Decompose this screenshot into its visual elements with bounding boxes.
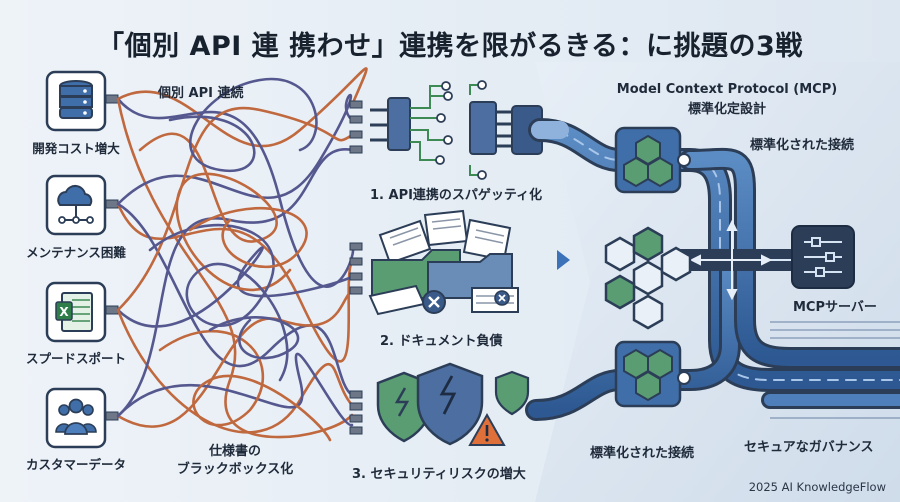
mcp-title-line-2: 標準化定設計 xyxy=(687,102,766,117)
hex-cluster-middle xyxy=(604,226,692,330)
problem-2-label: 2. ドキュメント負債 xyxy=(380,334,503,349)
svg-text:X: X xyxy=(59,305,69,319)
spec-black-box-label-1: 仕様書の xyxy=(208,444,261,459)
api-connector-illustration xyxy=(370,80,543,180)
mcp-title-line-1: Model Context Protocol (MCP) xyxy=(616,82,838,97)
source-label-spreadsheet: スプードスポート xyxy=(25,351,126,366)
spaghetti-cables xyxy=(116,67,368,442)
source-label-customer: カスタマーデータ xyxy=(25,457,126,472)
document-debt-illustration xyxy=(368,209,519,316)
standard-connection-top-label: 標準化された接続 xyxy=(750,138,855,153)
hex-cluster-top xyxy=(614,126,691,194)
source-customer-box xyxy=(45,387,107,449)
governance-lines xyxy=(770,321,900,419)
source-spreadsheet-box: X xyxy=(45,281,107,343)
governance-label: セキュアなガバナンス xyxy=(744,440,874,455)
source-cloud-box xyxy=(45,174,107,236)
source-label-dev-cost: 開発コスト増大 xyxy=(32,141,120,156)
junction-arrows xyxy=(689,219,773,301)
mcp-server-icon xyxy=(791,225,855,289)
hex-cluster-bottom xyxy=(614,340,691,408)
standard-connection-bottom-label: 標準化された接続 xyxy=(590,446,695,461)
problem-3-label: 3. セキュリティリスクの増大 xyxy=(352,467,526,482)
transition-arrow-icon xyxy=(557,250,570,270)
problem-1-label: 1. API連携のスパゲッティ化 xyxy=(370,188,543,203)
page-title: 「個別 API 連 携わせ」連携を限がるきる：に挑題の3戦 xyxy=(97,31,803,62)
source-label-maintenance: メンテナンス困難 xyxy=(26,245,126,260)
individual-api-label: 個別 API 連続 xyxy=(158,86,244,101)
spaghetti-plugs xyxy=(349,100,363,435)
mcp-server-label: MCPサーバー xyxy=(793,300,877,315)
security-risk-illustration xyxy=(376,362,530,446)
source-database-box xyxy=(45,70,107,132)
footer-credit: 2025 AI KnowledgeFlow xyxy=(748,480,886,494)
spec-black-box-label-2: ブラックボックス化 xyxy=(176,462,294,477)
